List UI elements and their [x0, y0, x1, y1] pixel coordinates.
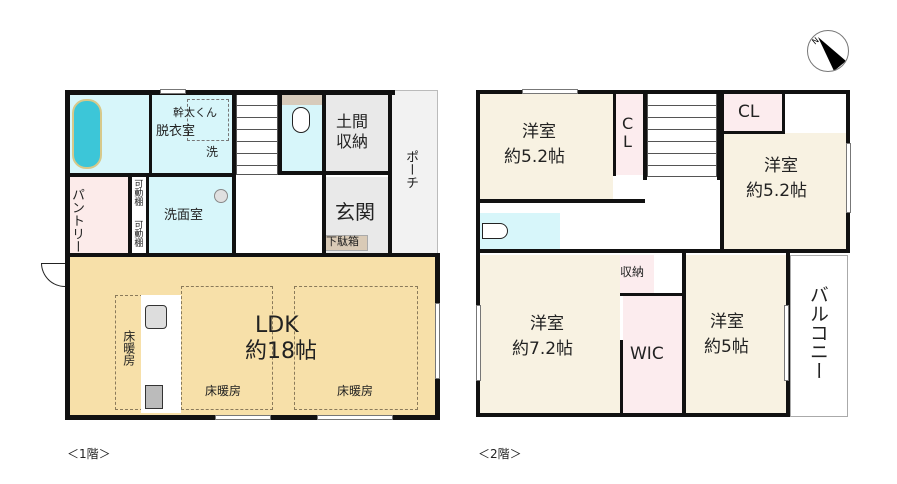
window: [522, 89, 578, 94]
room-c-size: 約7.2帖: [512, 339, 574, 359]
room-a-size: 約5.2帖: [504, 147, 566, 167]
shoe-box-label: 下駄箱: [326, 235, 359, 248]
ldk-title: LDK: [255, 313, 299, 338]
kitchen-sink-icon: [145, 305, 167, 329]
window: [317, 415, 393, 420]
pantry-label: パントリー: [68, 188, 84, 253]
dressing-room: [152, 93, 232, 173]
staircase-2f: [647, 93, 717, 177]
room-c-title: 洋室: [530, 314, 564, 334]
floor-heating-right-area: [294, 286, 418, 410]
floor-1-caption: ＜1階＞: [67, 447, 111, 461]
balcony-label: バルコニー: [806, 285, 829, 380]
western-room-b: [724, 133, 846, 253]
closet-b: [724, 93, 784, 133]
storage-2f: [616, 255, 654, 293]
floor-heating-mid-area: [181, 286, 273, 410]
walk-in-closet: [623, 295, 683, 415]
compass-icon: N: [807, 30, 849, 72]
room-d-size: 約5帖: [704, 337, 749, 357]
toilet-icon: [292, 107, 310, 133]
washer-label: 洗: [206, 145, 219, 159]
ldk-size: 約18帖: [245, 339, 317, 364]
closet-a-c: C: [622, 114, 634, 133]
kanta-kun-area: [187, 99, 229, 141]
closet-a-l: L: [623, 132, 632, 151]
doma-storage-label-2: 収納: [336, 132, 369, 151]
toilet-tank: [282, 95, 322, 105]
closet-a: [615, 93, 643, 175]
window: [160, 89, 186, 94]
sink-icon: [214, 189, 228, 203]
toilet-icon: [482, 223, 508, 239]
stove-icon: [145, 385, 163, 409]
floor-1-plan: ポーチ 幹太くん 脱衣室 洗 パントリー 可動棚 可動棚 洗面室 土間 収納 玄…: [40, 85, 450, 425]
svg-text:N: N: [810, 36, 820, 47]
wic-label: WIC: [630, 344, 664, 364]
floor-heating-right-label: 床暖房: [337, 384, 374, 398]
floor-heating-mid-label: 床暖房: [205, 384, 242, 398]
movable-shelf-1: [131, 177, 147, 215]
washroom-label: 洗面室: [164, 208, 204, 223]
movable-shelf-2-label: 可動棚: [132, 220, 143, 247]
dressing-room-label: 脱衣室: [156, 124, 196, 139]
doma-storage-label-1: 土間: [336, 112, 369, 131]
room-b-size: 約5.2帖: [746, 181, 808, 201]
window: [476, 305, 481, 381]
window: [215, 415, 271, 420]
storage-label: 収納: [620, 265, 645, 279]
pantry: [67, 177, 129, 255]
entrance-label: 玄関: [335, 200, 375, 224]
floor-2-plan: 洋室 約5.2帖 C L CL 洋室 約5.2帖 収納 洋室 約7.2帖 WIC…: [470, 85, 860, 425]
room-d-title: 洋室: [710, 312, 744, 332]
floor-heating-left-label: 床暖房: [121, 330, 136, 366]
doma-storage: [326, 95, 388, 173]
kanta-kun-label: 幹太くん: [173, 106, 217, 119]
floor-2-caption: ＜2階＞: [478, 447, 522, 461]
window: [435, 303, 440, 379]
exterior-door: [41, 263, 65, 287]
window: [784, 305, 789, 381]
ldk: [70, 257, 438, 417]
western-room-c: [480, 255, 620, 415]
bathtub-icon: [72, 99, 102, 169]
porch-label: ポーチ: [402, 150, 418, 189]
room-b-title: 洋室: [764, 156, 798, 176]
staircase: [236, 93, 278, 175]
room-a-title: 洋室: [522, 122, 556, 142]
closet-b-label: CL: [738, 102, 760, 122]
western-room-d: [686, 255, 786, 415]
movable-shelf-1-label: 可動棚: [132, 179, 143, 206]
movable-shelf-2: [131, 218, 147, 255]
western-room-a: [480, 93, 613, 199]
window: [846, 143, 851, 213]
balcony: [790, 255, 848, 417]
